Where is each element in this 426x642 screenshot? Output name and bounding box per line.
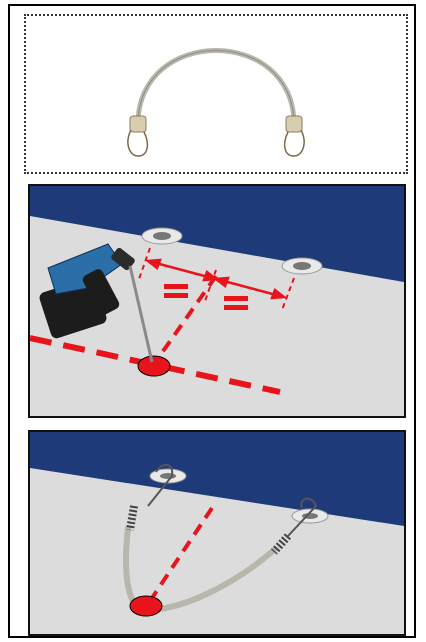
anchor-right-icon: [281, 257, 323, 275]
left-hook-icon: [127, 115, 149, 157]
product-panel: [24, 14, 408, 174]
right-hook-icon: [283, 115, 305, 157]
baseline-marker-line: [30, 335, 281, 395]
anchor-point-marker: [129, 595, 163, 617]
bungee-cord-icon: [127, 48, 305, 157]
anchor-right-icon: [291, 508, 329, 524]
guide-right: [281, 277, 295, 311]
cord-strand-shadow: [137, 50, 295, 125]
cord-strand: [135, 48, 297, 127]
pool-deck: [30, 468, 404, 634]
right-hook-icon: [270, 497, 318, 555]
guide-center: [203, 269, 217, 305]
mounted-illustration: [30, 432, 404, 634]
left-hook-icon: [126, 464, 174, 531]
guide-left: [137, 247, 151, 283]
drill-icon: [39, 243, 154, 363]
diagonal-marker-line: [152, 274, 218, 366]
drill-bit: [128, 265, 154, 363]
equal-sign-icon: [224, 296, 248, 310]
measure-arrow-right: [212, 276, 288, 300]
mounted-panel: [28, 430, 406, 636]
drilling-panel: [28, 184, 406, 418]
drilling-illustration: [30, 186, 404, 416]
anchor-left-icon: [141, 227, 183, 245]
drill-point-marker: [137, 355, 171, 377]
equal-sign-icon: [164, 284, 188, 298]
